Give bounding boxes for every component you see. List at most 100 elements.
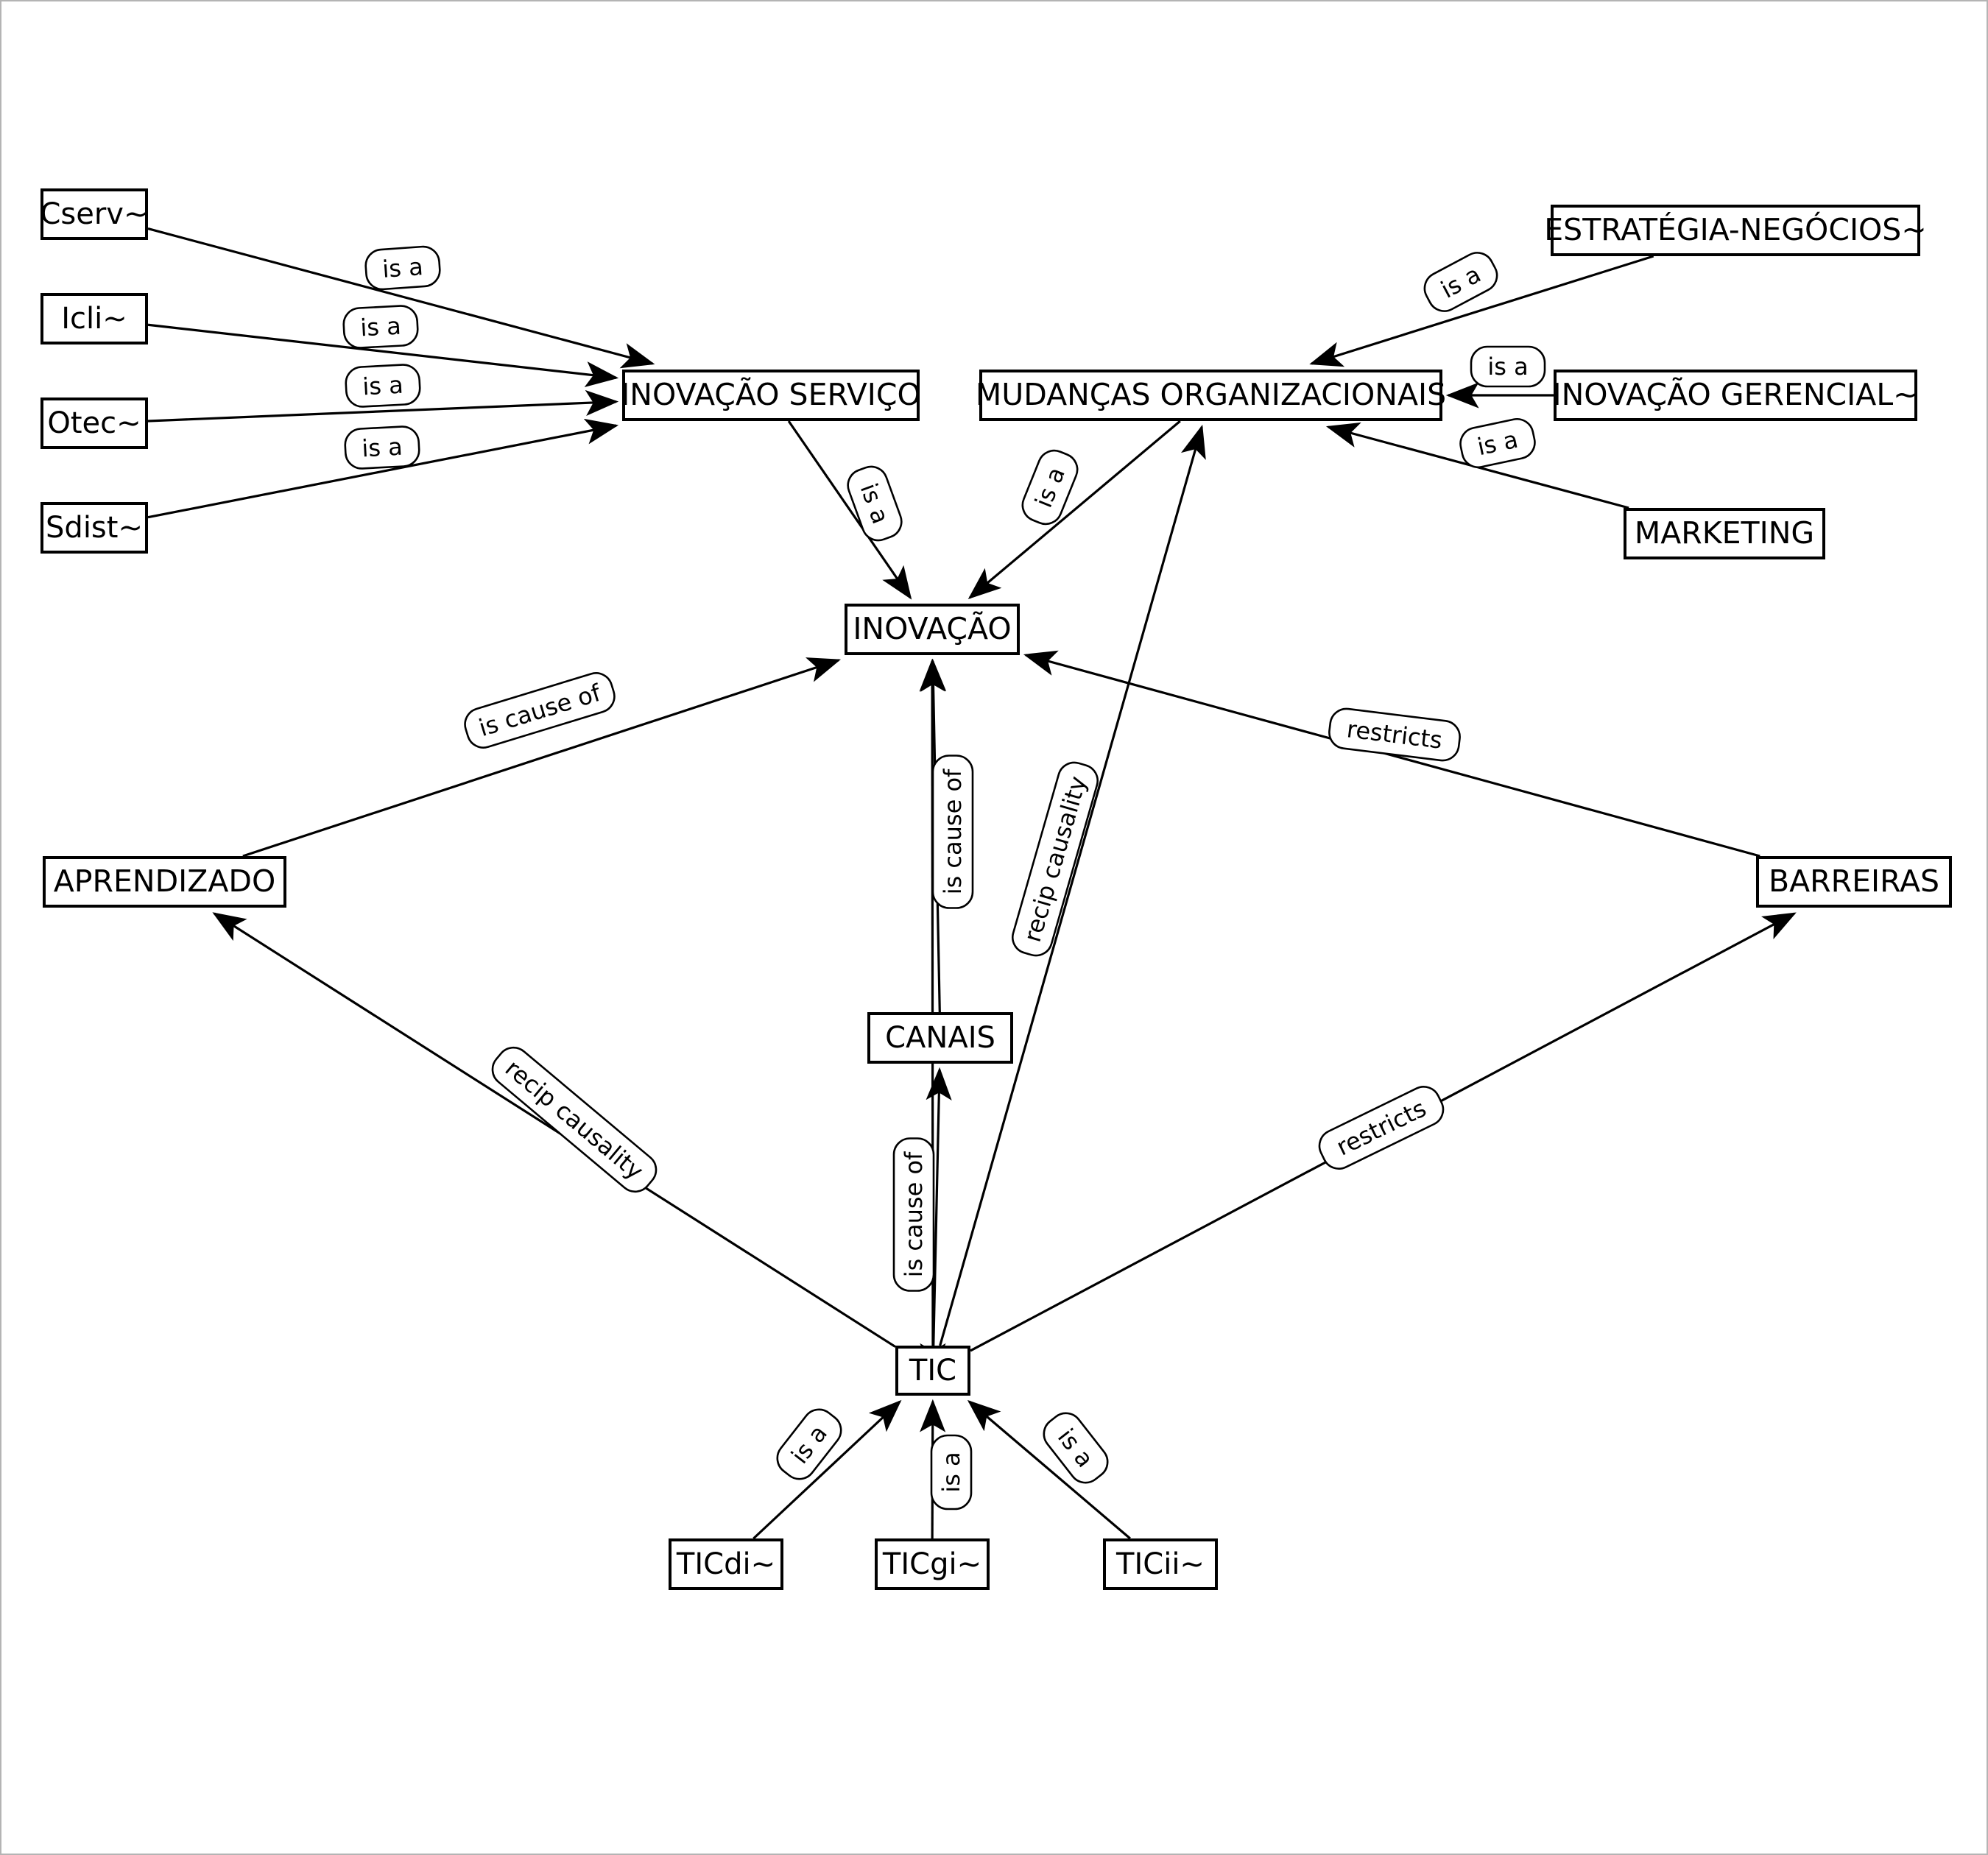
edge-label-box — [464, 672, 616, 749]
node-box-sdist — [40, 502, 148, 554]
edge-label-box — [847, 465, 903, 542]
edge-label-box — [931, 755, 974, 909]
node-box-inovacao — [845, 604, 1020, 655]
edge-tic-to-canais — [926, 1067, 952, 1346]
node-box-cserv — [40, 188, 148, 240]
edge-label-box — [1470, 345, 1546, 388]
edge-label-box — [345, 364, 421, 408]
node-box-aprendizado — [43, 856, 286, 908]
node-box-ticdi — [669, 1538, 783, 1590]
edge-label-box — [1012, 761, 1099, 957]
edge-label-canais-to-inovacao[interactable]: is cause of — [931, 755, 974, 909]
node-cserv[interactable]: Cserv~ — [40, 188, 149, 240]
edge-label-text: is a — [381, 252, 424, 283]
edge-label-text: is cause of — [939, 768, 967, 894]
edge-barreiras-to-inovacao — [1023, 650, 1760, 858]
edge-label-icli-to-inovserv[interactable]: is a — [342, 305, 419, 349]
node-aprendizado[interactable]: APRENDIZADO — [43, 856, 286, 908]
edge-label-box — [930, 1434, 973, 1510]
node-label-ticdi: TICdi~ — [676, 1547, 775, 1581]
node-label-tic: TIC — [909, 1354, 956, 1388]
edge-sdist-to-inovserv — [147, 418, 619, 519]
edge-label-tic-to-barreiras[interactable]: restricts — [1314, 1081, 1449, 1174]
node-label-inovacao: INOVAÇÃO — [853, 611, 1011, 646]
edge-label-ticii-to-tic[interactable]: is a — [1037, 1407, 1114, 1489]
edge-label-layer: is a is a is a is a is a is a is a is a is a is c… — [342, 245, 1546, 1510]
edge-label-estrategia-to-mudancas[interactable]: is a — [1419, 247, 1503, 317]
edge-label-tic-to-inovacao[interactable]: recip causality — [1009, 759, 1101, 960]
node-marketing[interactable]: MARKETING — [1624, 508, 1825, 559]
node-mudancas[interactable]: MUDANÇAS ORGANIZACIONAIS — [976, 370, 1446, 421]
edge-label-inovserv-to-inovacao[interactable]: is a — [844, 462, 906, 545]
node-label-ticii: TICii~ — [1115, 1547, 1205, 1581]
node-inovserv[interactable]: INOVAÇÃO SERVIÇO — [621, 370, 921, 421]
node-label-ticgi: TICgi~ — [882, 1547, 981, 1581]
edge-label-box — [1318, 1086, 1445, 1170]
edge-label-tic-to-canais[interactable]: is cause of — [892, 1137, 935, 1292]
node-box-inovger — [1554, 370, 1917, 421]
edge-label-tic-to-aprendizado[interactable]: recip causality — [486, 1041, 663, 1198]
node-ticdi[interactable]: TICdi~ — [669, 1538, 783, 1590]
edge-label-barreiras-to-inovacao[interactable]: restricts — [1328, 707, 1462, 762]
node-ticii[interactable]: TICii~ — [1103, 1538, 1218, 1590]
edge-label-box — [1423, 252, 1498, 312]
edge-label-box — [491, 1046, 658, 1193]
node-label-icli: Icli~ — [61, 302, 127, 336]
node-label-inovger: INOVAÇÃO GERENCIAL~ — [1552, 377, 1918, 412]
edge-tic-to-mudancas — [939, 424, 1206, 1346]
node-tic[interactable]: TIC — [895, 1346, 970, 1396]
edge-aprendizado-to-inovacao — [242, 657, 842, 858]
edge-label-box — [1459, 417, 1536, 469]
node-otec[interactable]: Otec~ — [40, 398, 148, 449]
node-label-estrategia: ESTRATÉGIA-NEGÓCIOS~ — [1544, 212, 1926, 247]
node-box-ticgi — [875, 1538, 990, 1590]
edge-label-text: is a — [362, 371, 403, 401]
node-estrategia[interactable]: ESTRATÉGIA-NEGÓCIOS~ — [1544, 205, 1927, 256]
node-label-marketing: MARKETING — [1635, 515, 1814, 551]
edge-otec-to-inovserv — [147, 389, 619, 423]
edge-label-ticgi-to-tic[interactable]: is a — [930, 1434, 973, 1510]
node-label-otec: Otec~ — [47, 406, 141, 440]
edge-label-mudancas-to-inovacao[interactable]: is a — [1018, 446, 1082, 529]
node-inovger[interactable]: INOVAÇÃO GERENCIAL~ — [1552, 370, 1919, 421]
edge-label-cserv-to-inovserv[interactable]: is a — [364, 245, 441, 291]
node-box-otec — [40, 398, 148, 449]
node-box-canais — [867, 1012, 1013, 1064]
node-box-ticii — [1103, 1538, 1218, 1590]
node-box-barreiras — [1756, 856, 1952, 908]
edge-mudancas-to-inovacao — [967, 420, 1181, 600]
edge-ticii-to-tic — [967, 1399, 1131, 1540]
node-barreiras[interactable]: BARREIRAS — [1756, 856, 1952, 908]
node-box-inovserv — [622, 370, 920, 421]
edge-label-box — [342, 305, 419, 349]
edge-label-box — [776, 1408, 842, 1480]
edge-label-sdist-to-inovserv[interactable]: is a — [344, 425, 420, 470]
node-box-tic — [895, 1346, 970, 1396]
edge-ticdi-to-tic — [752, 1399, 902, 1540]
edge-label-box — [1328, 707, 1461, 762]
node-label-sdist: Sdist~ — [46, 511, 143, 545]
node-canais[interactable]: CANAIS — [867, 1012, 1013, 1064]
edge-label-text: is a — [361, 433, 403, 463]
node-label-canais: CANAIS — [885, 1021, 995, 1055]
edge-label-text: is cause of — [900, 1151, 928, 1277]
node-label-inovserv: INOVAÇÃO SERVIÇO — [621, 377, 921, 412]
node-sdist[interactable]: Sdist~ — [40, 502, 148, 554]
node-inovacao[interactable]: INOVAÇÃO — [845, 604, 1020, 655]
node-label-cserv: Cserv~ — [40, 197, 148, 231]
node-icli[interactable]: Icli~ — [40, 293, 148, 344]
node-ticgi[interactable]: TICgi~ — [875, 1538, 990, 1590]
edge-label-box — [364, 245, 441, 291]
edge-label-ticdi-to-tic[interactable]: is a — [771, 1403, 847, 1485]
node-box-mudancas — [979, 370, 1442, 421]
edge-label-otec-to-inovserv[interactable]: is a — [345, 364, 421, 408]
edge-label-box — [892, 1137, 935, 1292]
edge-inovserv-to-inovacao — [787, 420, 912, 600]
edge-label-inovger-to-mudancas[interactable]: is a — [1470, 345, 1546, 388]
edge-label-text: is a — [937, 1452, 965, 1492]
edge-label-box — [1043, 1412, 1109, 1484]
edge-label-marketing-to-mudancas[interactable]: is a — [1457, 416, 1537, 470]
edge-label-text: is a — [1487, 353, 1528, 381]
node-label-aprendizado: APRENDIZADO — [54, 863, 275, 899]
